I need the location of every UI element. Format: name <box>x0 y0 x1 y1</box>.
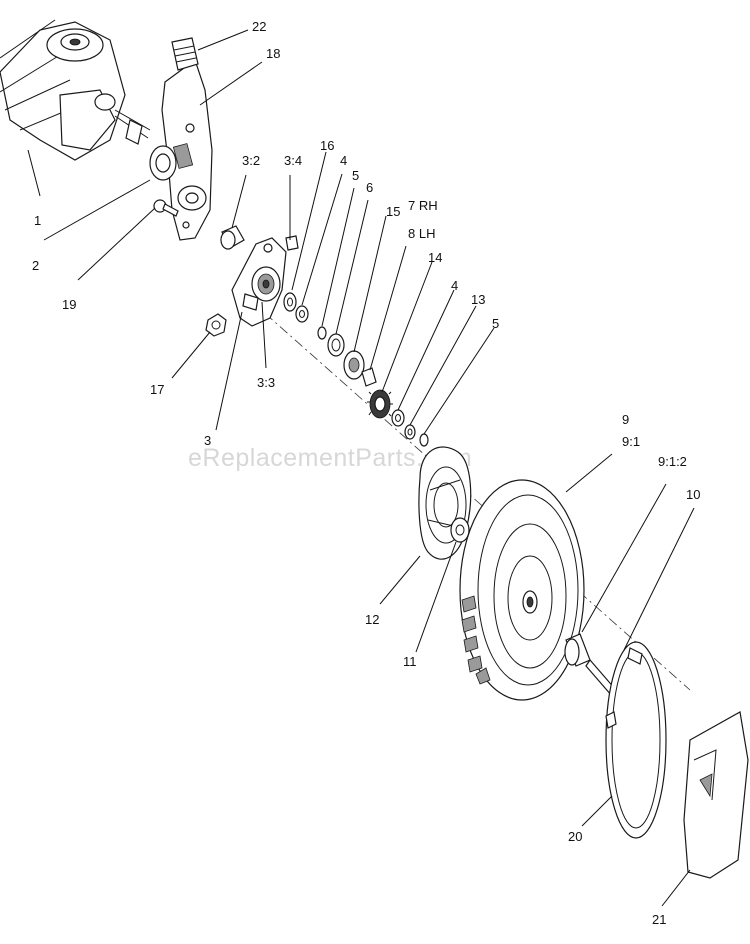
part-17-nut <box>205 313 227 337</box>
callout-7-rh: 7 RH <box>408 198 438 213</box>
assembly-axis-line <box>249 299 691 691</box>
callout-4-lower: 4 <box>451 278 458 293</box>
callout-4-upper: 4 <box>340 153 347 168</box>
part-13-bushing <box>404 424 416 440</box>
callout-11: 11 <box>403 654 417 669</box>
part-3-4-pin <box>285 235 299 251</box>
callout-20: 20 <box>568 829 582 844</box>
callout-3-4: 3:4 <box>284 153 302 168</box>
part-4-washer-upper <box>295 305 309 323</box>
callout-1: 1 <box>34 213 41 228</box>
callout-18: 18 <box>266 46 280 61</box>
part-4-washer-lower <box>391 409 405 427</box>
part-19-screw <box>153 199 179 217</box>
callout-2: 2 <box>32 258 39 273</box>
callout-17: 17 <box>150 382 164 397</box>
part-3-pivot-arm <box>231 237 287 327</box>
part-10-hubcap <box>605 641 667 839</box>
callout-21: 21 <box>652 912 666 927</box>
callout-8-lh: 8 LH <box>408 226 435 241</box>
callout-13: 13 <box>471 292 485 307</box>
callout-14: 14 <box>428 250 442 265</box>
callout-3: 3 <box>204 433 211 448</box>
part-12-hub-gear <box>418 446 472 560</box>
wheel-tread <box>461 595 491 685</box>
part-9-1-2-bushing <box>564 633 617 697</box>
part-5-ring-lower <box>419 433 429 447</box>
part-5-ring-upper <box>317 326 327 340</box>
callout-15: 15 <box>386 204 400 219</box>
callout-5-upper: 5 <box>352 168 359 183</box>
callout-labels: 1 2 3 3:2 3:3 3:4 4 4 5 5 6 7 RH 8 LH 9 … <box>32 19 700 927</box>
part-18-bracket <box>161 59 213 241</box>
callout-16: 16 <box>320 138 334 153</box>
part-2-bushing <box>149 145 177 181</box>
callout-19: 19 <box>62 297 76 312</box>
callout-12: 12 <box>365 612 379 627</box>
callout-9: 9 <box>622 412 629 427</box>
part-7-8-pinion <box>361 367 377 387</box>
part-11-washer <box>450 517 470 543</box>
part-15-spacer <box>343 350 365 380</box>
callout-9-1: 9:1 <box>622 434 640 449</box>
callout-5-lower: 5 <box>492 316 499 331</box>
callout-9-1-2: 9:1:2 <box>658 454 687 469</box>
part-6-bearing <box>327 333 345 357</box>
callout-3-2: 3:2 <box>242 153 260 168</box>
callout-10: 10 <box>686 487 700 502</box>
part-14-gear <box>367 389 393 419</box>
callout-3-3: 3:3 <box>257 375 275 390</box>
callout-6: 6 <box>366 180 373 195</box>
callout-22: 22 <box>252 19 266 34</box>
part-21-cover <box>683 711 749 879</box>
leader-lines <box>27 29 695 907</box>
part-3-2-bushing <box>220 225 245 250</box>
part-9-wheel <box>459 479 585 701</box>
part-22-cap <box>171 37 199 71</box>
part-16-washer <box>283 292 297 312</box>
part-1-transmission <box>0 19 151 161</box>
